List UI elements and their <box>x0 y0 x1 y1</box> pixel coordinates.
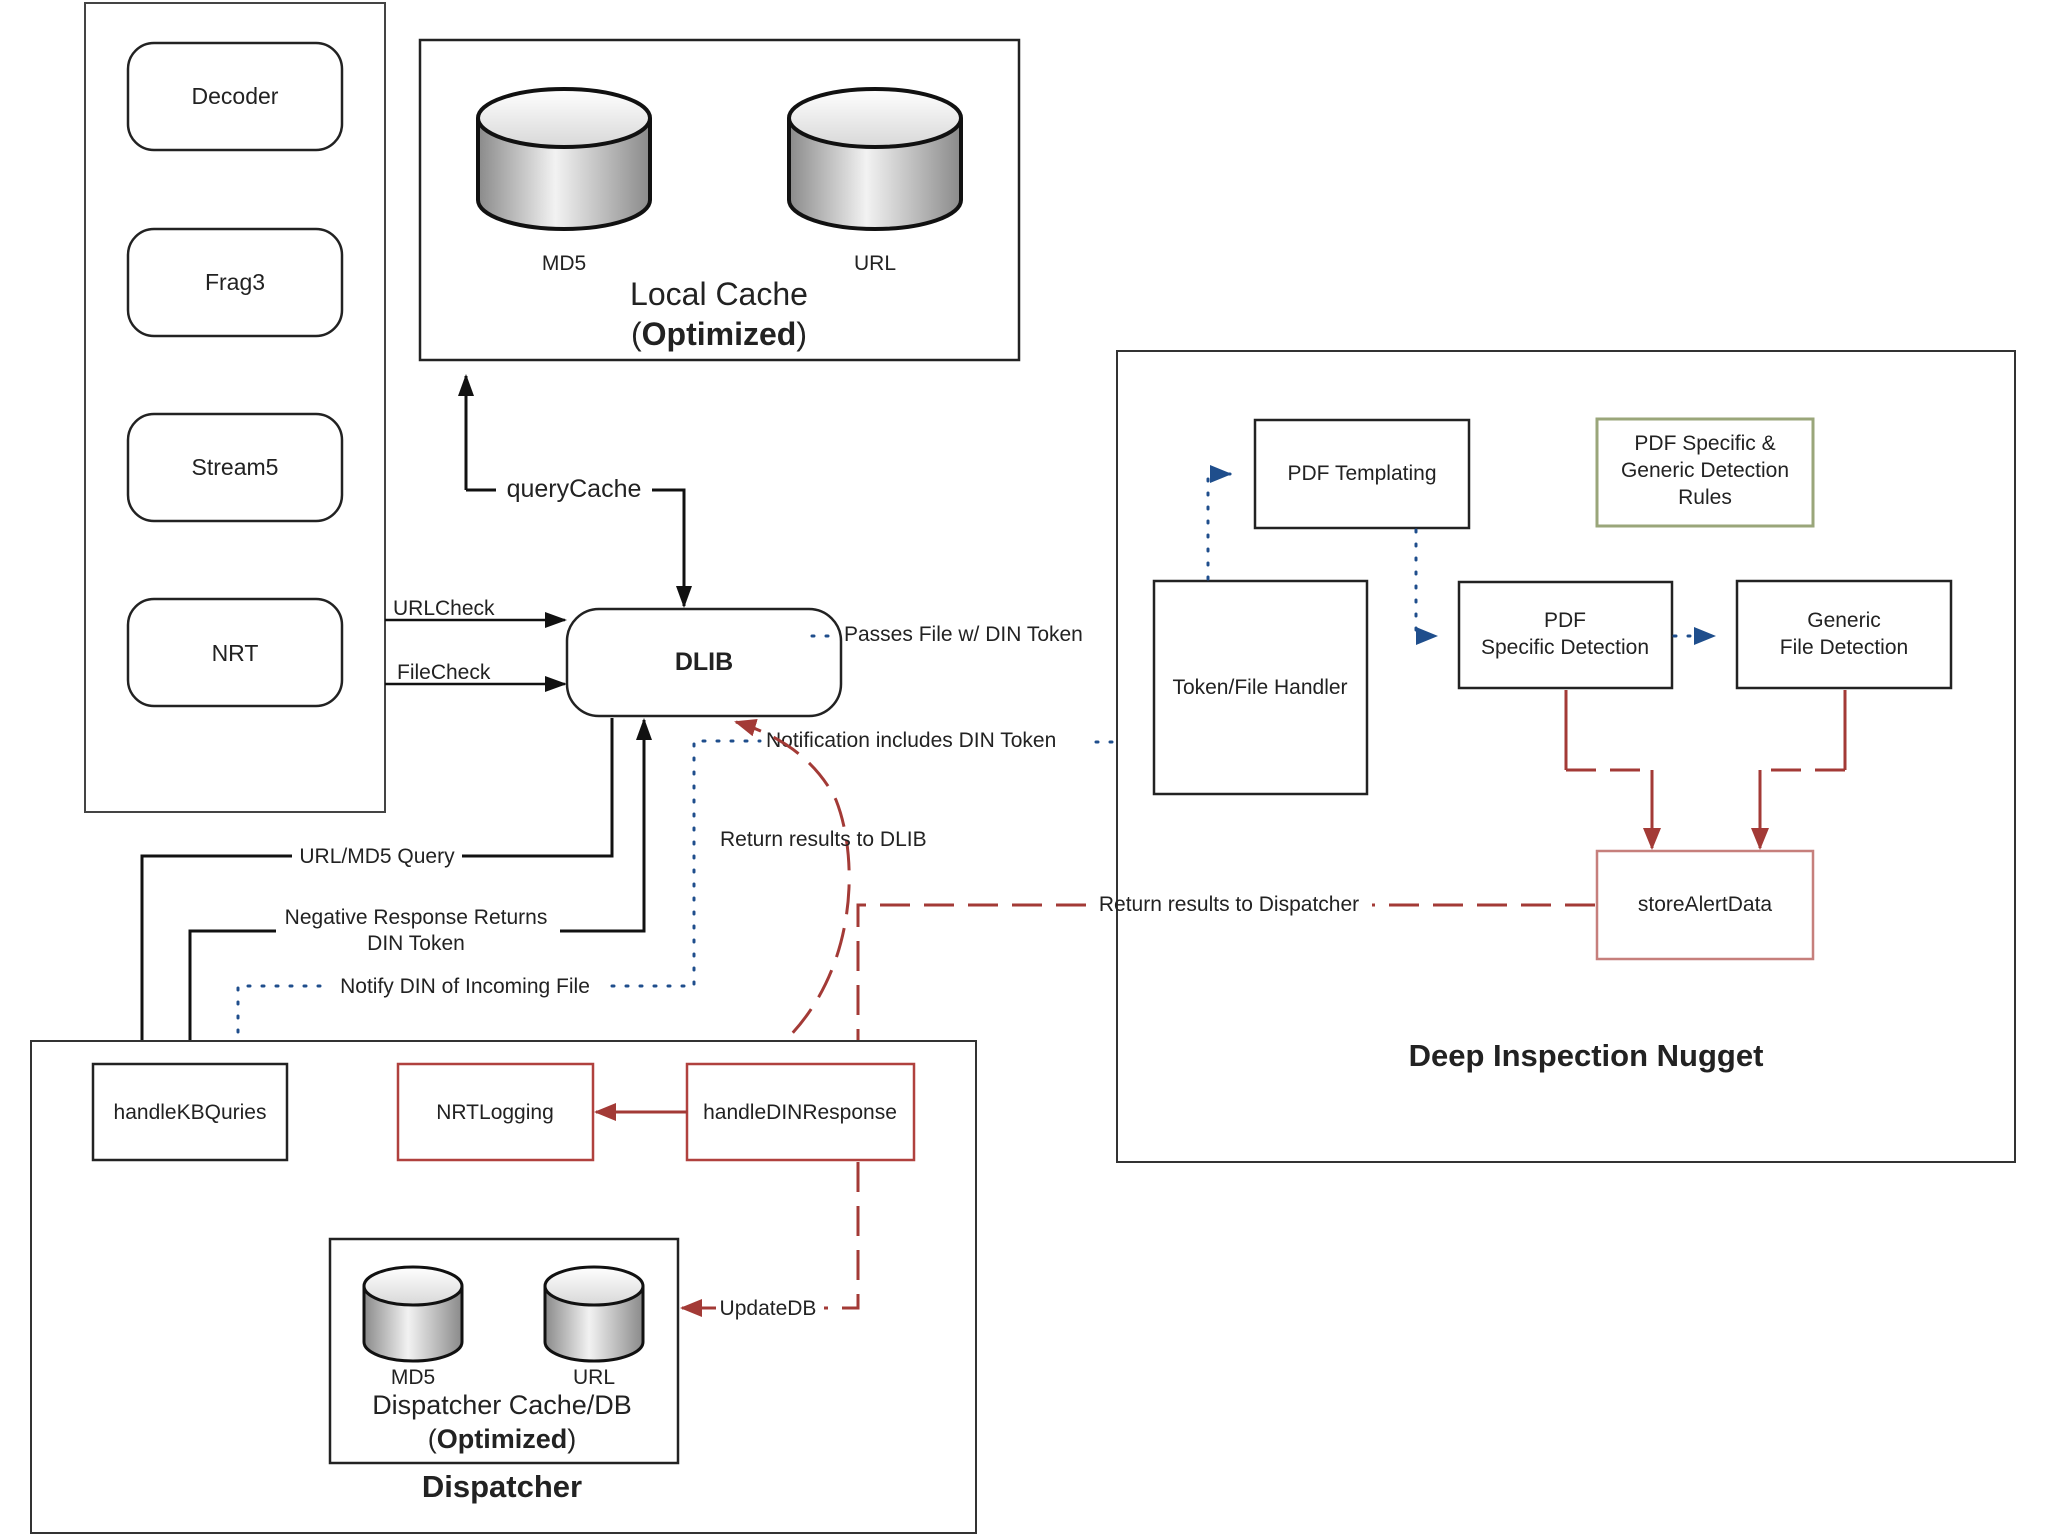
handle-kb-label: handleKBQuries <box>114 1101 267 1124</box>
din-panel: Deep Inspection Nugget Token/File Handle… <box>1116 350 2016 1163</box>
rules-label-1: PDF Specific & <box>1634 432 1775 455</box>
dispatcher-panel: Dispatcher handleKBQuries NRTLogging han… <box>30 1040 977 1534</box>
url-md5-query-label: URL/MD5 Query <box>299 845 455 868</box>
nrt-node[interactable]: NRT <box>126 597 344 708</box>
dispatcher-cache-title: Dispatcher Cache/DB <box>372 1390 632 1420</box>
frag3-node[interactable]: Frag3 <box>126 227 344 338</box>
edge-pdf-to-store <box>1564 690 1661 850</box>
preprocessor-panel: Decoder Frag3 Stream5 NRT <box>84 2 386 813</box>
dispatcher-md5-label: MD5 <box>391 1366 435 1389</box>
edge-notify-din: Notify DIN of Incoming File <box>236 739 762 1062</box>
local-md5-label: MD5 <box>542 252 586 275</box>
edge-url-check: URLCheck <box>385 597 567 628</box>
notification-label: Notification includes DIN Token <box>766 729 1056 752</box>
frag3-label: Frag3 <box>205 269 265 295</box>
generic-label-1: Generic <box>1807 609 1881 632</box>
generic-label-2: File Detection <box>1780 636 1908 659</box>
edge-file-check: FileCheck <box>385 661 567 692</box>
store-alert-data-node[interactable]: storeAlertData <box>1595 849 1815 961</box>
token-handler-label: Token/File Handler <box>1172 676 1347 699</box>
dispatcher-title: Dispatcher <box>422 1469 582 1504</box>
edge-update-db: UpdateDB <box>680 1162 860 1320</box>
return-dlib-label: Return results to DLIB <box>720 828 927 851</box>
pdf-specific-detection-node[interactable]: PDF Specific Detection <box>1457 580 1674 690</box>
dispatcher-cache-panel: MD5 URL Dispatcher Cache/DB (Optimized) <box>328 1237 680 1465</box>
din-title: Deep Inspection Nugget <box>1409 1038 1764 1073</box>
dispatcher-md5-database-icon <box>362 1265 464 1363</box>
dispatcher-url-label: URL <box>573 1366 615 1389</box>
dlib-label: DLIB <box>675 648 733 676</box>
nrt-logging-node[interactable]: NRTLogging <box>396 1062 595 1162</box>
edge-notification: Notification includes DIN Token <box>766 729 1152 752</box>
dispatcher-url-database-icon <box>543 1265 645 1363</box>
nrt-label: NRT <box>212 640 259 666</box>
detection-rules-node[interactable]: PDF Specific & Generic Detection Rules <box>1595 417 1815 528</box>
pdf-templating-node[interactable]: PDF Templating <box>1253 418 1471 530</box>
dispatcher-cache-subtitle: (Optimized) <box>428 1424 577 1454</box>
pdf-specific-label-2: Specific Detection <box>1481 636 1649 659</box>
edge-query-cache: queryCache <box>458 374 692 608</box>
store-alert-label: storeAlertData <box>1638 893 1773 916</box>
local-cache-panel: MD5 URL Local Cache (Optimized) <box>418 38 1021 362</box>
edge-negative-response: Negative Response Returns DIN Token <box>188 718 652 1064</box>
dlib-node[interactable]: DLIB <box>565 607 843 718</box>
decoder-node[interactable]: Decoder <box>126 41 344 152</box>
handle-din-label: handleDINResponse <box>703 1101 897 1124</box>
generic-file-detection-node[interactable]: Generic File Detection <box>1735 579 1953 690</box>
query-cache-label: queryCache <box>507 475 642 503</box>
edge-passes-file: Passes File w/ DIN Token <box>810 623 1152 646</box>
decoder-label: Decoder <box>192 83 279 109</box>
negative-response-label-2: DIN Token <box>367 932 465 955</box>
local-cache-subtitle: (Optimized) <box>631 316 807 352</box>
notify-din-label: Notify DIN of Incoming File <box>340 975 590 998</box>
rules-label-3: Rules <box>1678 486 1732 509</box>
stream5-label: Stream5 <box>192 454 279 480</box>
return-dispatcher-label: Return results to Dispatcher <box>1099 893 1359 916</box>
file-check-label: FileCheck <box>397 661 491 684</box>
pdf-specific-label-1: PDF <box>1544 609 1586 632</box>
passes-file-label: Passes File w/ DIN Token <box>844 623 1083 646</box>
nrt-logging-label: NRTLogging <box>436 1101 554 1124</box>
handle-din-response-node[interactable]: handleDINResponse <box>685 1062 916 1162</box>
handle-kb-queries-node[interactable]: handleKBQuries <box>91 1062 289 1162</box>
rules-label-2: Generic Detection <box>1621 459 1789 482</box>
edge-return-dlib: Return results to DLIB <box>720 719 927 1064</box>
local-cache-title: Local Cache <box>630 276 808 312</box>
edge-return-dispatcher: Return results to Dispatcher <box>849 893 1595 1062</box>
edge-url-md5-query: URL/MD5 Query <box>134 718 614 1064</box>
token-file-handler-node[interactable]: Token/File Handler <box>1152 579 1369 796</box>
stream5-node[interactable]: Stream5 <box>126 412 344 523</box>
url-check-label: URLCheck <box>393 597 495 620</box>
pdf-templating-label: PDF Templating <box>1287 462 1436 485</box>
edge-generic-to-store <box>1751 690 1847 850</box>
local-url-label: URL <box>854 252 896 275</box>
url-database-icon <box>787 87 963 231</box>
negative-response-label-1: Negative Response Returns <box>285 906 548 929</box>
update-db-label: UpdateDB <box>720 1297 817 1320</box>
md5-database-icon <box>476 87 652 231</box>
